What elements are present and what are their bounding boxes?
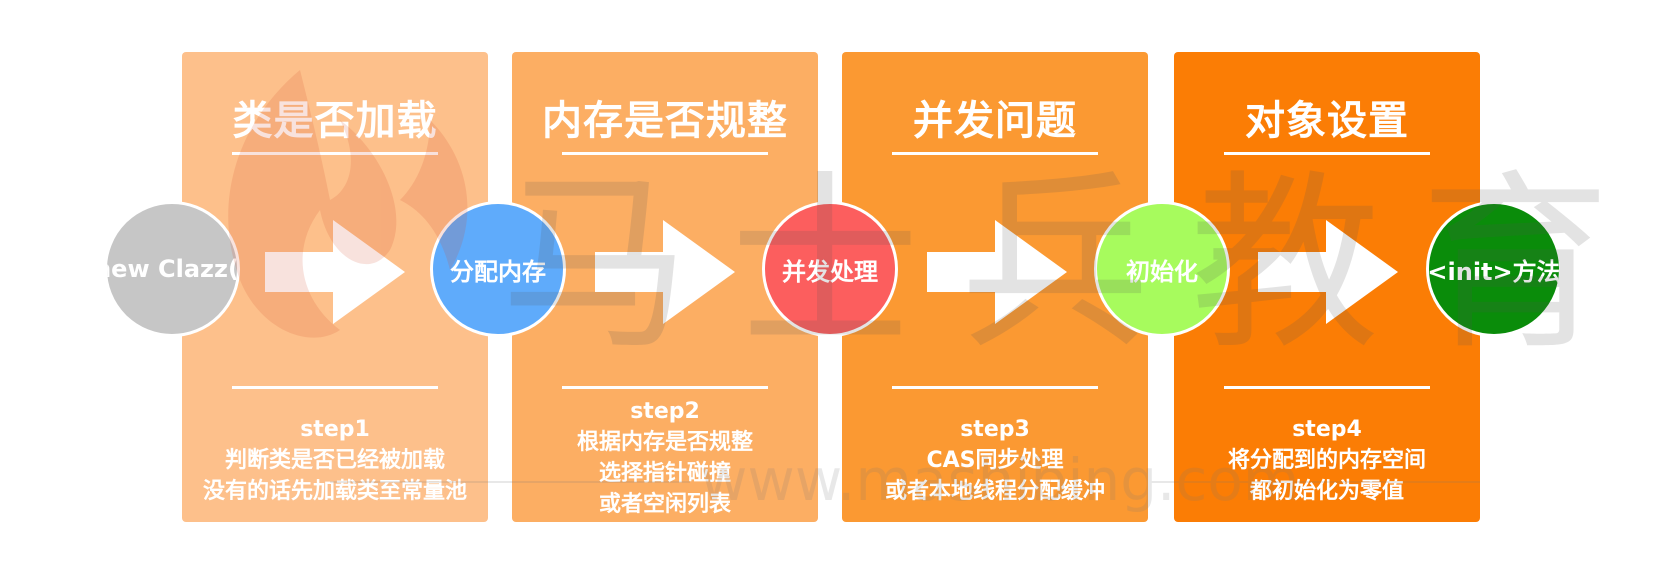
step2-line3: 或者空闲列表 [598, 492, 731, 517]
step1-description: step1 判断类是否已经被加载 没有的话先加载类至常量池 [182, 414, 488, 507]
step2-title: 内存是否规整 [542, 98, 788, 144]
step4-title: 对象设置 [1245, 98, 1409, 144]
divider [892, 152, 1098, 155]
step3-line2: 或者本地线程分配缓冲 [884, 479, 1105, 504]
allocate-memory-label: 分配内存 [450, 257, 546, 286]
step1-line1: 判断类是否已经被加载 [224, 448, 445, 473]
step4-line2: 都初始化为零值 [1249, 479, 1404, 504]
divider [1224, 386, 1430, 389]
step2-line2: 选择指针碰撞 [598, 461, 731, 486]
arrow-right-icon [927, 220, 1067, 324]
divider [562, 386, 768, 389]
divider [1224, 152, 1430, 155]
arrow-right-icon [1258, 220, 1398, 324]
arrow-right-icon [265, 220, 405, 324]
step4-label: step4 [1292, 417, 1362, 442]
step2-line1: 根据内存是否规整 [576, 430, 753, 455]
new-object-label: new Clazz() [107, 255, 239, 283]
init-method-label: <init>方法 [1427, 257, 1561, 286]
step2-label: step2 [630, 399, 700, 424]
step3-description: step3 CAS同步处理 或者本地线程分配缓冲 [842, 414, 1148, 507]
new-object-node: new Clazz() [104, 201, 240, 337]
concurrency-node: 并发处理 [762, 201, 898, 337]
step2-description: step2 根据内存是否规整 选择指针碰撞 或者空闲列表 [512, 396, 818, 520]
step1-label: step1 [300, 417, 370, 442]
step1-line2: 没有的话先加载类至常量池 [202, 479, 467, 504]
divider [892, 386, 1098, 389]
step3-line1: CAS同步处理 [926, 448, 1064, 473]
divider [232, 386, 438, 389]
step3-label: step3 [960, 417, 1030, 442]
allocate-memory-node: 分配内存 [430, 201, 566, 337]
concurrency-label: 并发处理 [782, 257, 878, 286]
initialize-label: 初始化 [1126, 257, 1198, 286]
step3-title: 并发问题 [913, 98, 1077, 144]
step4-line1: 将分配到的内存空间 [1227, 448, 1426, 473]
init-method-node: <init>方法 [1426, 201, 1562, 337]
divider [562, 152, 768, 155]
step1-title: 类是否加载 [232, 98, 438, 144]
step4-description: step4 将分配到的内存空间 都初始化为零值 [1174, 414, 1480, 507]
divider [232, 152, 438, 155]
arrow-right-icon [595, 220, 735, 324]
initialize-node: 初始化 [1094, 201, 1230, 337]
